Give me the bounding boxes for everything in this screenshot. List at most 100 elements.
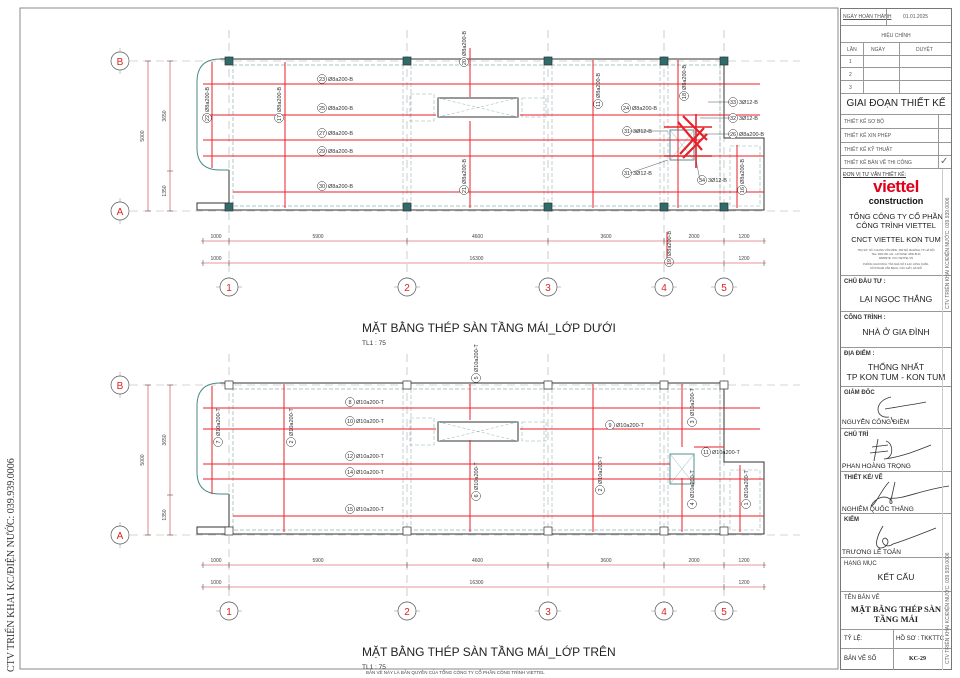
rebar-number-circle [687,499,697,509]
slab-outline [196,58,765,211]
rebar-number-circle [664,257,674,267]
rebar-number: 16 [740,187,746,193]
dimension-value: 16300 [470,256,484,262]
revision-header-lan: LẦN [847,47,857,53]
owner-label: CHỦ ĐẦU TƯ : [844,279,886,285]
rebar-spec: Ø8a200-B [328,131,353,137]
rebar-number-circle [605,420,615,430]
grid-bubble [110,525,130,545]
grid-label-col: 2 [404,607,410,618]
rebar-number: 9 [608,423,611,429]
file-code: HỒ SƠ : TKKTTC [896,636,945,642]
rebar-number: 22 [205,115,211,121]
project-label: CÔNG TRÌNH : [844,315,886,321]
viettel-logo: viettel [873,177,919,196]
dimension-value: 4600 [472,558,483,564]
rebar-number-circle [317,146,327,156]
rebar-number-circle [595,485,605,495]
address-line-3: WEBSITE: VCC.VIETTEL.VN [878,257,914,260]
lead-label: CHỦ TRÌ [844,432,869,438]
column [543,526,553,536]
designer-name: NGHIÊM QUỐC THẮNG [842,506,914,513]
director-label: GIÁM ĐỐC [844,390,875,396]
opening-cross [437,421,519,442]
rebar-spec: Ø10a200-T [356,400,384,406]
rebar-number: 19 [667,259,673,265]
address-line-1: TRỤ SỞ: SỐ 1 GIANG VĂN MINH, KIM MÃ, BA … [857,249,935,252]
plan-title: MẶT BẰNG THÉP SÀN TẦNG MÁI_LỚP DƯỚI [362,320,616,335]
rebar-number: 4 [690,502,696,505]
beam-outline [729,145,761,207]
rebar-spec: Ø8a200-B [462,159,468,184]
stage-preliminary: THIẾT KẾ SƠ BỘ [844,119,885,125]
dimension-value: 1000 [210,256,221,262]
grid-bubble [219,277,239,297]
rebar-number: 11 [703,450,709,456]
leader-line [695,159,701,181]
owner-name: LẠI NGỌC THẮNG [859,294,933,304]
rebar-spec: Ø10a200-T [216,408,222,436]
grid-bubble [397,277,417,297]
dimension-value: 1200 [738,558,749,564]
completion-row: NGÀY HOÀN THÀNH 01.01.2025 [841,9,951,26]
director-signature [877,396,927,423]
grid-bubble [110,51,130,71]
dimension-value: 4600 [472,234,483,240]
rebar-label: 8 Ø10a200-T [345,397,384,407]
rebar-spec: Ø8a200-B [667,231,673,256]
rebar-number: 5 [474,376,480,379]
grid-bubble [219,601,239,621]
scale-label: TỶ LỆ: [844,636,863,642]
rebar-number: 2 [289,440,295,443]
sheet-number: KC-29 [909,656,926,662]
rebar-spec: Ø10a200-T [356,454,384,460]
left-side-note: CTV TRIỂN KHAI KC/ĐIỆN NƯỚC: 039.939.000… [6,458,17,672]
drawing-name-line-1: MẶT BẰNG THÉP SÀN [850,604,942,614]
rebar-spec: Ø8a200-B [328,77,353,83]
checker-name: TRƯƠNG LÊ TOẢN [842,549,901,556]
rebar-number-circle [741,499,751,509]
rebar-spec: Ø10a200-T [690,388,696,416]
dimension-value: 3600 [600,234,611,240]
side-note-lower: CTV TRIỂN KHAI KC/ĐIỆN NƯỚC: 039.939.000… [945,552,951,664]
rebar-label: 16 Ø8a200-B [737,159,747,195]
rebar-spec: 3Ø12-B [708,178,727,184]
grid-label-row: B [117,381,124,392]
designer-signature [870,481,950,507]
slab-outline [196,382,765,535]
rebar-number-circle [459,57,469,67]
checker-signature [876,525,937,549]
rebar-spec: Ø8a200-B [328,184,353,190]
leader-line [629,159,669,174]
rebar-number-circle [202,113,212,123]
rebar-number: 8 [348,400,351,406]
rebar-number: 25 [319,106,325,112]
rebar-number: 27 [319,131,325,137]
rebar-spec: Ø8a200-B [740,159,746,184]
grid-bubble [110,201,130,221]
rebar-number: 6 [474,494,480,497]
designer-label: THIẾT KẾ/ VẼ [844,475,883,481]
rebar-spec: Ø8a200-B [462,31,468,56]
rebar-number-circle [345,397,355,407]
sheet-number-label: BẢN VẼ SỐ [844,656,877,662]
rebar-number-circle [317,181,327,191]
rebar-label: 19 Ø8a200-B [664,231,674,267]
grid-label-col: 5 [721,607,727,618]
dimension-value: 1000 [210,580,221,586]
column [224,56,234,66]
rebar-number-circle [687,417,697,427]
rebar-number-circle [345,451,355,461]
dimension-value: 1000 [210,234,221,240]
rebar-number: 11 [596,101,602,107]
rebar-spec: Ø8a200-B [596,73,602,98]
